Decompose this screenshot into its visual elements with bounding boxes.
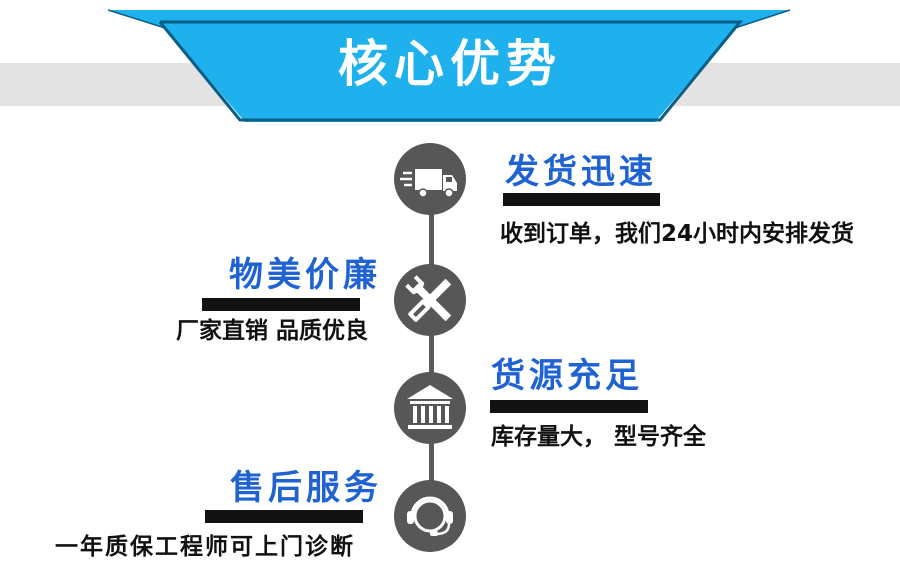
title-underline-service [205,510,363,523]
title-banner [107,9,791,122]
feature-desc-service: 一年质保工程师可上门诊断 [55,534,355,560]
feature-title-shipping: 发货迅速 [505,152,657,192]
feature-title-stock: 货源充足 [491,356,643,396]
truck-icon [394,143,466,215]
headset-support-icon [394,480,466,552]
page-title: 核心优势 [338,35,562,93]
feature-title-service: 售后服务 [230,468,382,508]
title-underline-shipping [503,193,660,206]
title-underline-quality [202,298,360,311]
bank-building-icon [394,372,466,444]
wrench-screwdriver-icon [394,264,466,336]
title-underline-stock [490,400,648,413]
feature-desc-stock: 库存量大， 型号齐全 [491,424,707,450]
timeline-line [429,170,434,530]
feature-desc-shipping: 收到订单，我们24小时内安排发货 [500,221,855,247]
feature-desc-quality: 厂家直销 品质优良 [176,318,369,344]
feature-title-quality: 物美价廉 [229,255,381,295]
